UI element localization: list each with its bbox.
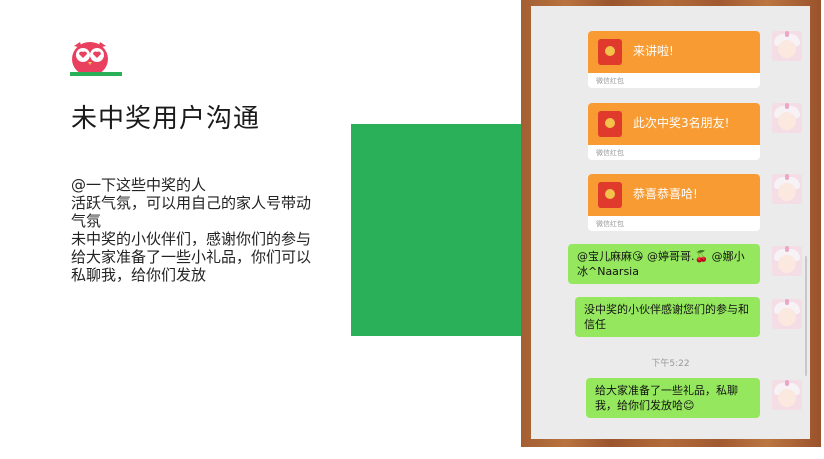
chat-bubble[interactable]: 给大家准备了一些礼品，私聊我，给你们发放哈😊 [586, 378, 760, 418]
avatar[interactable] [772, 103, 802, 133]
avatar[interactable] [772, 174, 802, 204]
avatar[interactable] [772, 380, 802, 410]
chat-bubble[interactable]: 没中奖的小伙伴感谢您们的参与和信任 [575, 297, 760, 337]
body-line: 活跃气氛，可以用自己的家人号带动 [71, 194, 312, 212]
red-envelope-icon [598, 111, 622, 137]
avatar[interactable] [772, 299, 802, 329]
red-packet-text: 此次中奖3名朋友! [633, 116, 730, 130]
logo-underline [70, 72, 122, 76]
decorative-green-block [351, 124, 523, 336]
red-envelope-icon [598, 182, 622, 208]
chat-timestamp: 下午5:22 [651, 359, 690, 369]
body-line: 气氛 [71, 212, 102, 230]
body-line: 未中奖的小伙伴们，感谢你们的参与 [71, 230, 312, 248]
red-packet-footer: 微信红包 [596, 77, 624, 85]
body-text: @一下这些中奖的人 活跃气氛，可以用自己的家人号带动 气氛 未中奖的小伙伴们，感… [71, 176, 356, 284]
body-line: @一下这些中奖的人 [71, 176, 207, 194]
red-packet[interactable]: 此次中奖3名朋友! 微信红包 [588, 103, 760, 160]
scrollbar[interactable] [805, 256, 807, 376]
red-packet-text: 恭喜恭喜哈! [633, 187, 698, 201]
chat-screen: 来讲啦! 微信红包 此次中奖3名朋友! 微信红包 恭喜恭喜哈! 微信红包 @宝儿… [531, 6, 810, 439]
red-packet-footer: 微信红包 [596, 149, 624, 157]
red-envelope-icon [598, 39, 622, 65]
body-line: 私聊我，给你们发放 [71, 266, 207, 284]
page-title: 未中奖用户沟通 [71, 104, 261, 134]
chat-bubble[interactable]: @宝儿麻麻😘 @婷哥哥.🍒 @娜小冰^Naarsia [568, 244, 760, 284]
avatar[interactable] [772, 31, 802, 61]
red-packet-text: 来讲啦! [633, 44, 674, 58]
body-line: 给大家准备了一些小礼品，你们可以 [71, 248, 312, 266]
red-packet-footer: 微信红包 [596, 220, 624, 228]
red-packet[interactable]: 恭喜恭喜哈! 微信红包 [588, 174, 760, 231]
red-packet[interactable]: 来讲啦! 微信红包 [588, 31, 760, 88]
owl-logo-icon [72, 42, 108, 76]
avatar[interactable] [772, 246, 802, 276]
